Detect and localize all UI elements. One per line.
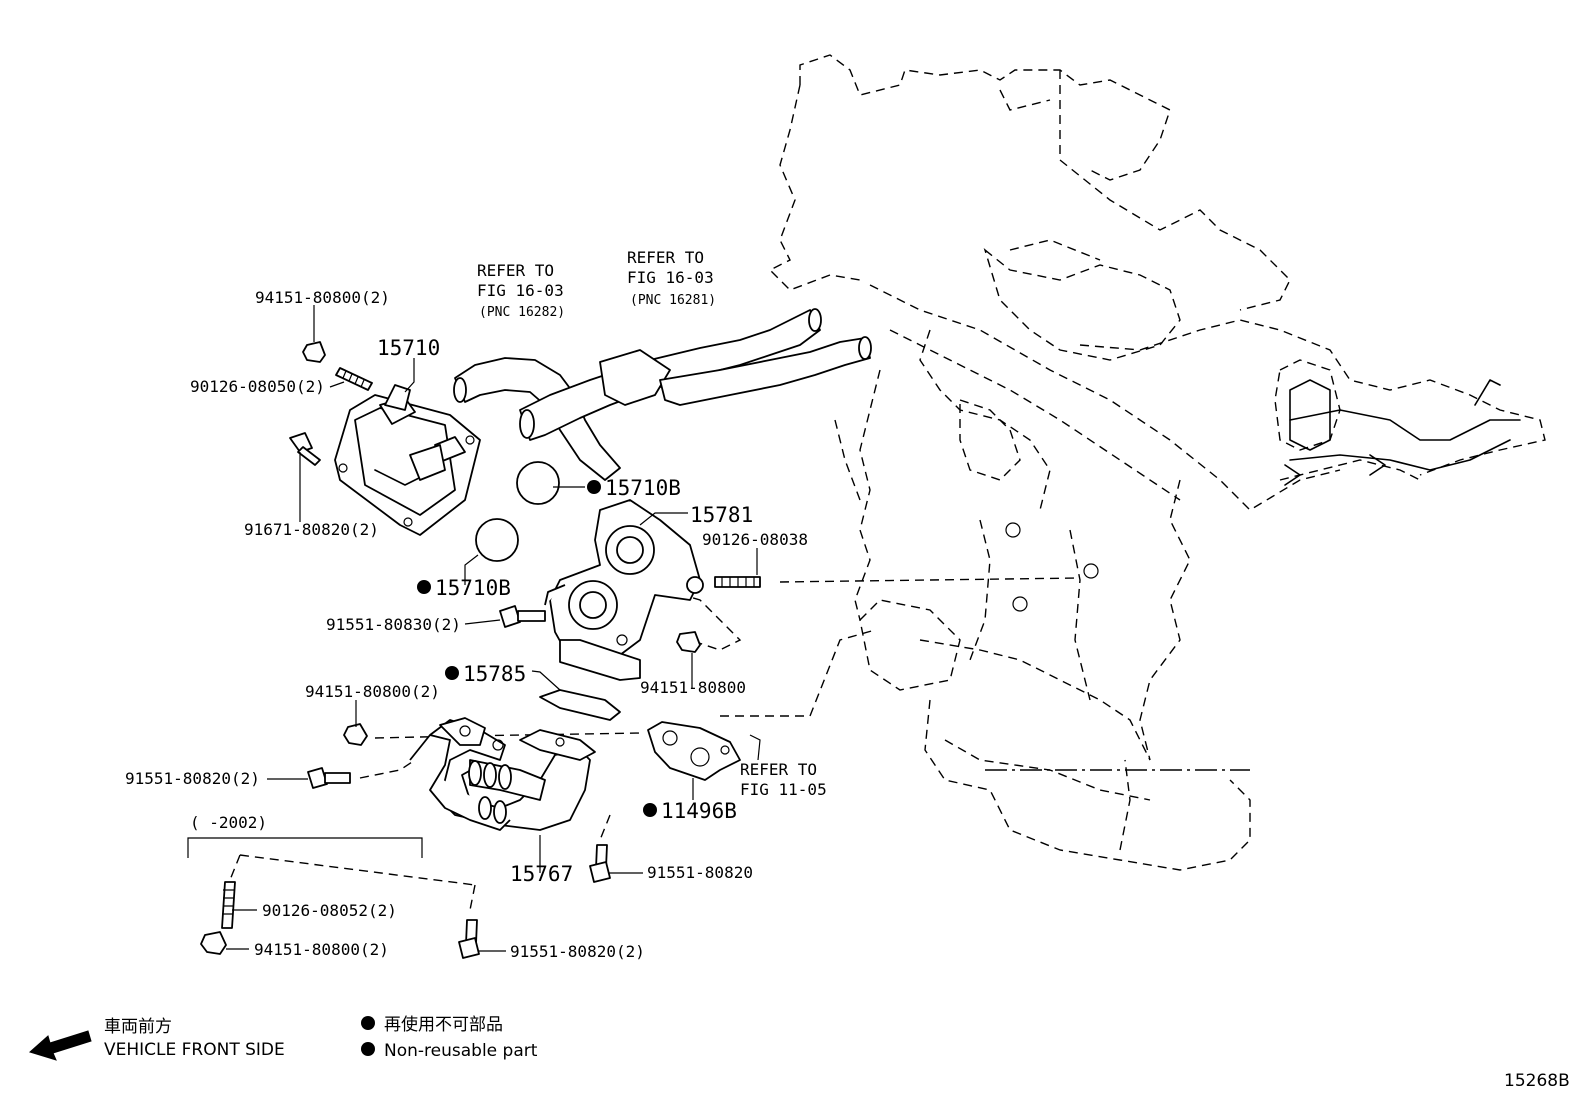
- label-15710b-b: 15710B: [435, 576, 511, 600]
- legend-dot-icon-en: [361, 1042, 375, 1056]
- part-number-labels: 94151-80800(2) 15710 90126-08050(2) 9167…: [125, 288, 808, 961]
- oil-cooler-15710: [334, 384, 481, 536]
- legend-nonreuse-en: Non-reusable part: [384, 1041, 538, 1061]
- label-15710b-a: 15710B: [605, 476, 681, 500]
- refer-note-1105-line1: REFER TO: [740, 760, 817, 779]
- refer-notes: REFER TO FIG 16-03 (PNC 16282) REFER TO …: [477, 248, 827, 799]
- legend: 車両前方 VEHICLE FRONT SIDE 再使用不可部品 Non-reus…: [29, 1014, 1570, 1091]
- refer-note-16282-line1: REFER TO: [477, 261, 554, 280]
- label-94151-80800-2-bot: 94151-80800(2): [254, 940, 389, 959]
- leader-lines: [187, 305, 761, 952]
- label-90126-08052: 90126-08052(2): [262, 901, 397, 920]
- label-15785: 15785: [463, 662, 526, 686]
- label-91551-80830: 91551-80830(2): [326, 615, 461, 634]
- nonreuse-dot-15785: [445, 666, 459, 680]
- front-arrow-icon: [29, 1030, 92, 1061]
- refer-note-16282-line2: FIG 16-03: [477, 281, 564, 300]
- label-90126-08050: 90126-08050(2): [190, 377, 325, 396]
- label-91551-80820-2-left: 91551-80820(2): [125, 769, 260, 788]
- oil-pipe-15767: [409, 717, 596, 831]
- label-91551-80820-2-bot: 91551-80820(2): [510, 942, 645, 961]
- fasteners: [200, 341, 761, 959]
- gasket-11496b: [647, 721, 741, 781]
- o-rings-15710b: [475, 461, 560, 562]
- cooler-bracket-15781: [544, 499, 704, 681]
- label-15767: 15767: [510, 862, 573, 886]
- label-94151-80800-2-mid: 94151-80800(2): [305, 682, 440, 701]
- label-94151-80800-2-top: 94151-80800(2): [255, 288, 390, 307]
- nonreuse-dot-15710b-a: [587, 480, 601, 494]
- label-11496b: 11496B: [661, 799, 737, 823]
- gasket-15785: [539, 689, 621, 721]
- label-91671-80820: 91671-80820(2): [244, 520, 379, 539]
- refer-note-1105-line2: FIG 11-05: [740, 780, 827, 799]
- label-91551-80820: 91551-80820: [647, 863, 753, 882]
- legend-direction-en: VEHICLE FRONT SIDE: [104, 1040, 285, 1060]
- label-15781: 15781: [690, 503, 753, 527]
- nonreuse-dot-15710b-b: [417, 580, 431, 594]
- refer-note-16281-line2: FIG 16-03: [627, 268, 714, 287]
- label-90126-08038: 90126-08038: [702, 530, 808, 549]
- refer-note-16282-line3: (PNC 16282): [479, 305, 565, 320]
- legend-direction-jp: 車両前方: [104, 1017, 172, 1037]
- label-94151-80800: 94151-80800: [640, 678, 746, 697]
- water-hoses: [453, 308, 872, 481]
- label-date-range: ( -2002): [190, 813, 267, 832]
- engine-block-outline: [768, 54, 1546, 871]
- label-15710: 15710: [377, 336, 440, 360]
- legend-dot-icon-jp: [361, 1016, 375, 1030]
- refer-note-16281-line3: (PNC 16281): [630, 293, 716, 308]
- nonreuse-dot-11496b: [643, 803, 657, 817]
- figure-number: 15268B: [1504, 1071, 1570, 1091]
- refer-note-16281-line1: REFER TO: [627, 248, 704, 267]
- legend-nonreuse-jp: 再使用不可部品: [384, 1014, 503, 1035]
